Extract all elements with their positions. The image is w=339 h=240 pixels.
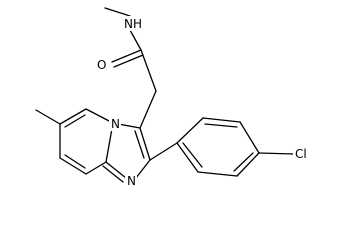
bond-ph-5-6 bbox=[197, 171, 238, 177]
bond-c2-phenyl bbox=[149, 142, 178, 161]
bond-c3-c2-inner bbox=[134, 130, 145, 159]
bond-c5-c6-inner bbox=[64, 114, 86, 128]
chemical-structure-diagram: NH O N N Cl bbox=[35, 7, 313, 188]
bonds bbox=[35, 7, 295, 183]
bond-c6-methyl bbox=[35, 109, 61, 125]
bond-ph-2-3-inner bbox=[204, 123, 238, 128]
bond-ph-6-1-inner bbox=[182, 142, 203, 168]
bridgehead-n-label: N bbox=[111, 117, 120, 131]
bond-nmethyl bbox=[104, 7, 131, 17]
bond-carbonyl-2 bbox=[113, 54, 144, 68]
bond-c5-c6 bbox=[59, 108, 87, 125]
bond-ph-4-5-inner bbox=[233, 152, 254, 172]
bond-ph-cl bbox=[258, 152, 295, 155]
bond-n1-c8a-inner bbox=[102, 165, 124, 183]
bond-c3-c2 bbox=[139, 127, 151, 161]
imidazole-n-label: N bbox=[127, 174, 136, 188]
bond-ph-6-1 bbox=[176, 142, 199, 173]
bond-ch2-carbonyl bbox=[140, 49, 157, 92]
imidazole-n-label-bg bbox=[125, 173, 137, 188]
bond-ph-4-5 bbox=[236, 152, 260, 177]
bond-n4-c5 bbox=[85, 108, 114, 124]
chlorine-label-bg bbox=[293, 146, 313, 161]
bond-c2-n1 bbox=[135, 159, 151, 179]
atom-labels: NH O N N Cl bbox=[95, 16, 313, 188]
carbonyl-o-label-bg bbox=[95, 57, 109, 72]
bond-ph-3-4 bbox=[239, 121, 260, 154]
bond-ph-1-2 bbox=[176, 117, 204, 144]
bond-c7-c8 bbox=[59, 157, 87, 175]
carbonyl-o-label: O bbox=[97, 58, 106, 72]
bond-ph-2-3 bbox=[202, 117, 241, 123]
bond-carbonyl-1 bbox=[111, 49, 142, 63]
bond-c8-c8a bbox=[85, 161, 107, 175]
bond-amide-cn bbox=[129, 29, 142, 51]
bond-c7-c8-inner bbox=[64, 154, 86, 169]
bond-c3-ch2 bbox=[139, 90, 157, 129]
bridgehead-n-label-bg bbox=[109, 116, 121, 131]
bond-n1-c8a bbox=[105, 161, 127, 179]
amide-nh-label-bg bbox=[121, 16, 143, 31]
chlorine-label: Cl bbox=[295, 147, 307, 161]
amide-nh-label: NH bbox=[124, 17, 142, 31]
